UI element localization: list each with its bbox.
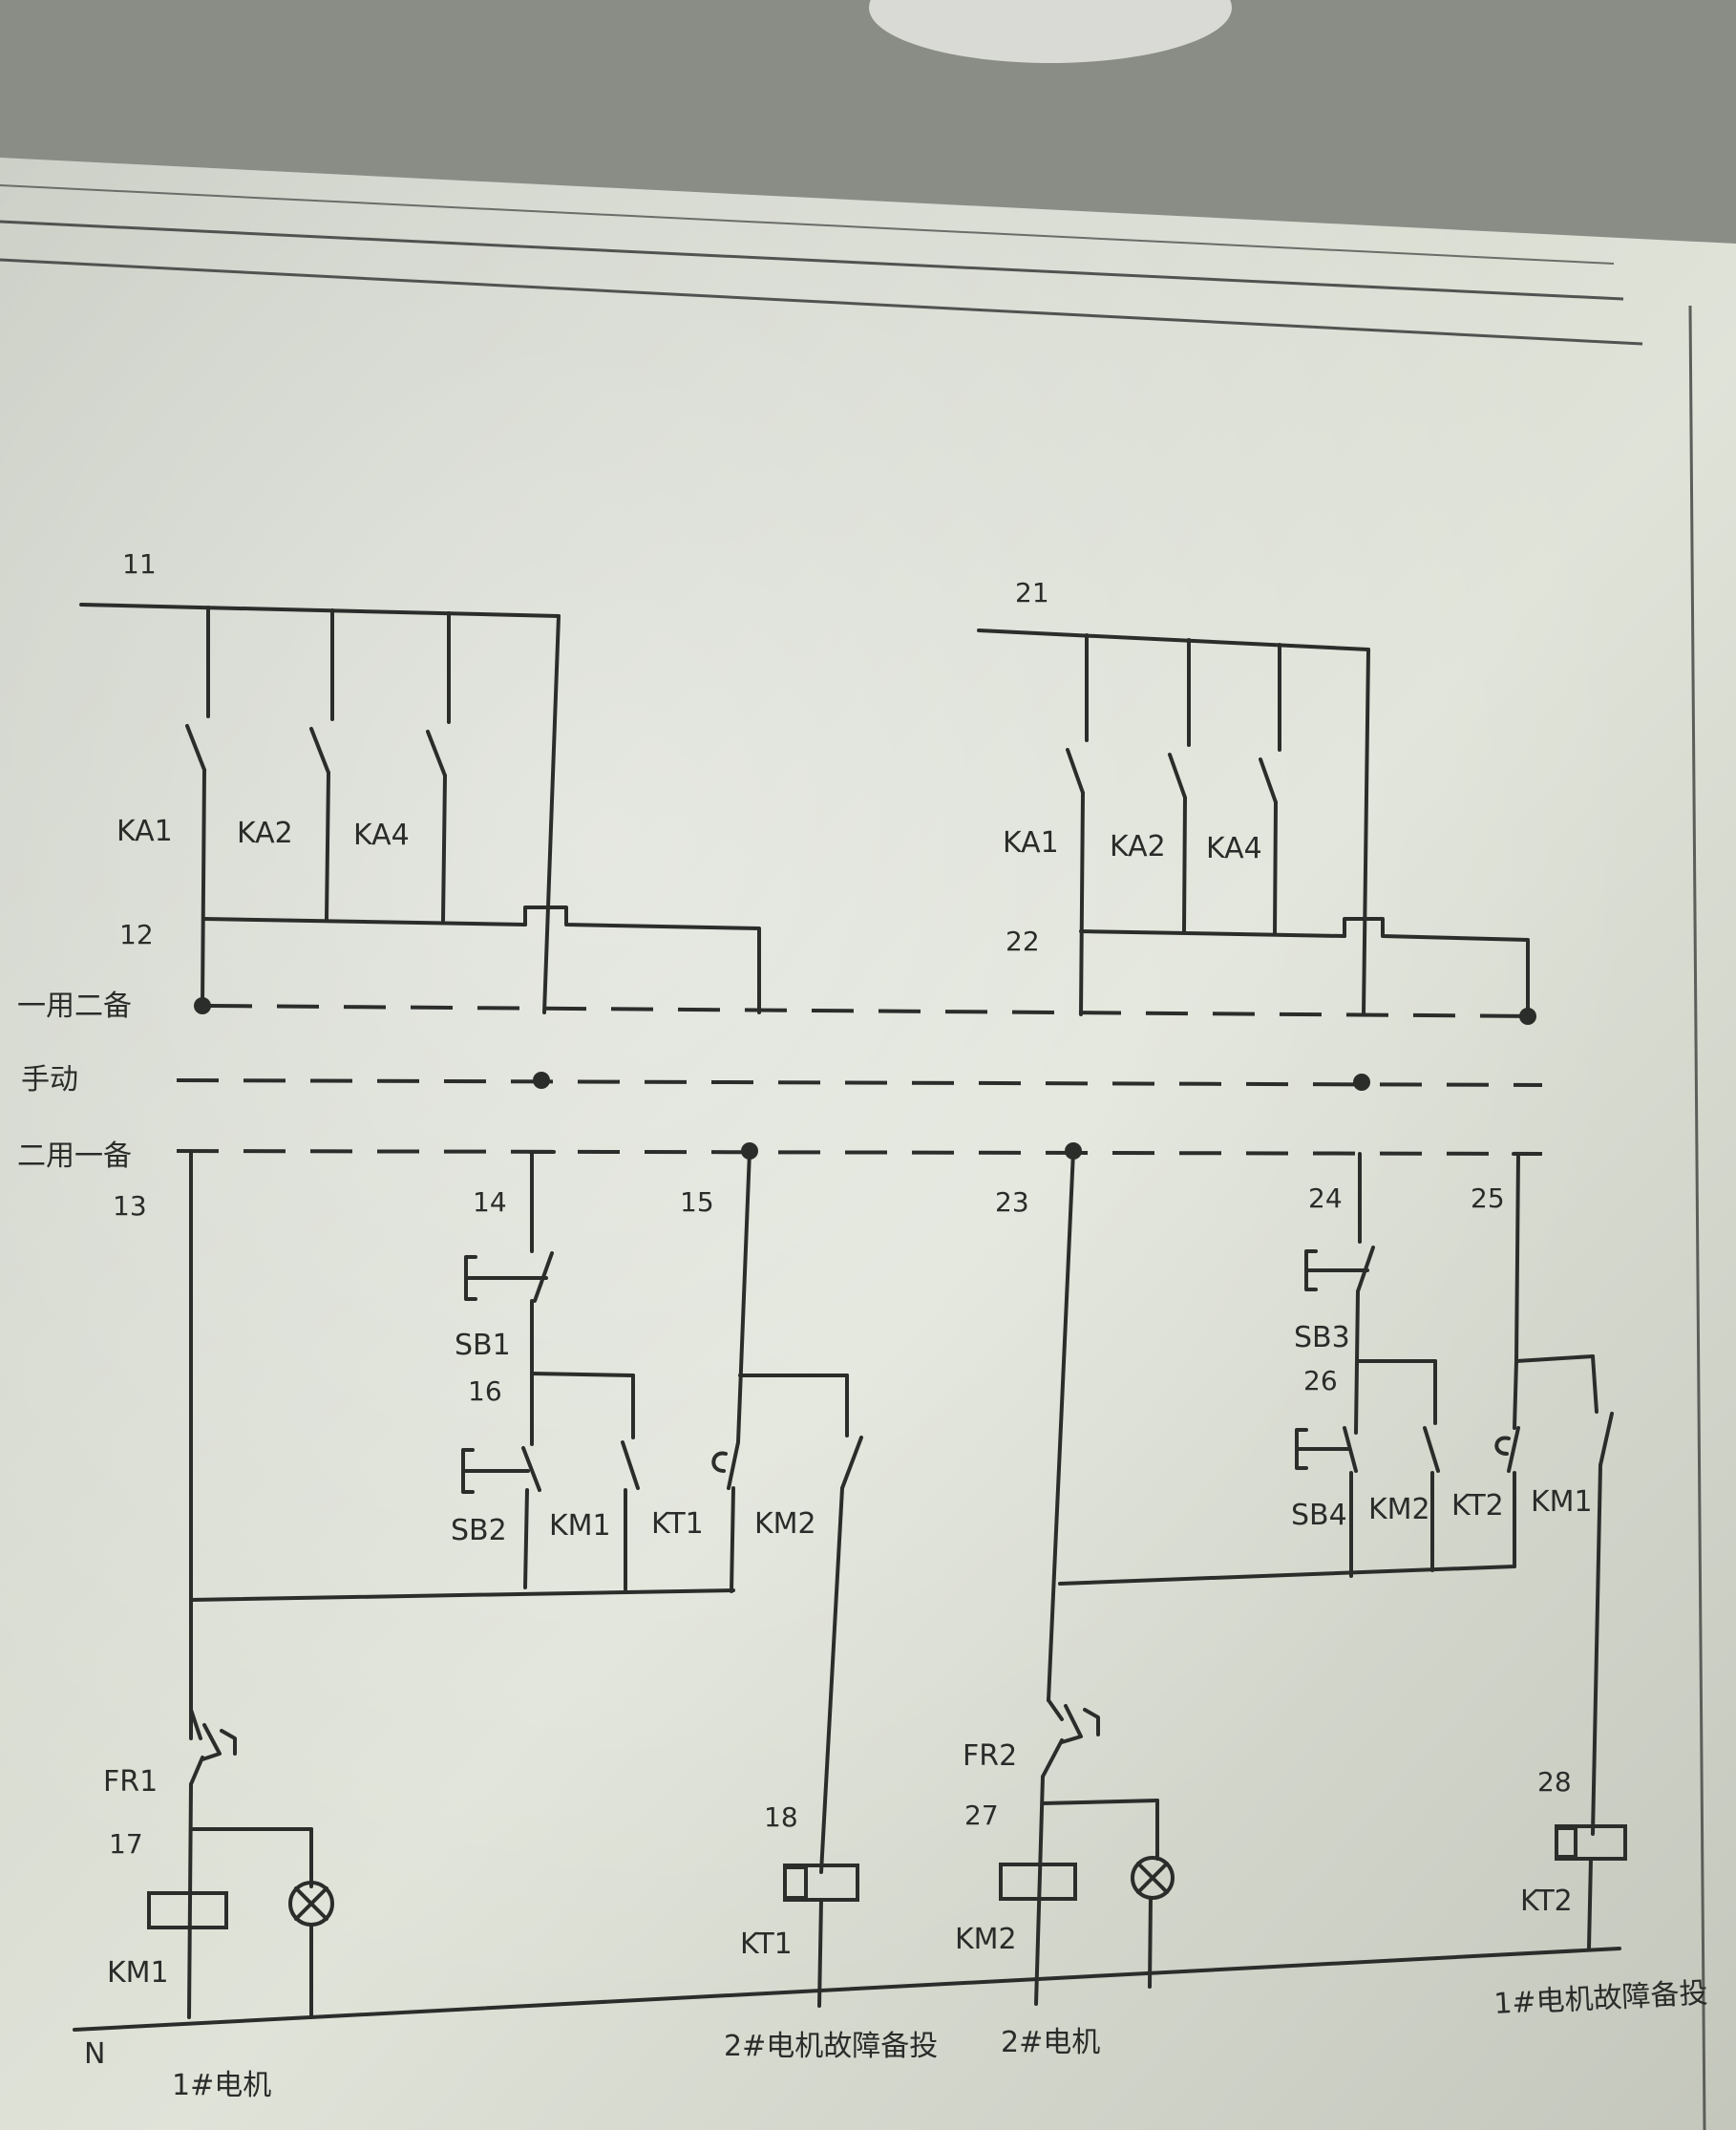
mode-one-run-two-standby-label: 一用二备 <box>17 990 132 1023</box>
fr2-label: FR2 <box>963 1739 1017 1773</box>
node-number-labels: 13 14 15 16 17 18 23 24 25 26 27 28 <box>109 1182 1572 1860</box>
km2-contact-label: KM2 <box>754 1507 816 1541</box>
contact-ka1-label: KA1 <box>116 815 173 848</box>
left-device-labels: SB1 SB2 KM1 KT1 KM2 FR1 KM1 KT1 <box>103 1329 816 1990</box>
node-22-label: 22 <box>1006 926 1040 957</box>
node-14-label: 14 <box>473 1186 507 1218</box>
sb2-label: SB2 <box>451 1514 507 1547</box>
fr1-label: FR1 <box>103 1765 158 1799</box>
caption-motor1: 1#电机 <box>172 2069 271 2102</box>
node-25-label: 25 <box>1471 1182 1505 1214</box>
left-top-block <box>79 603 761 1014</box>
neutral-n-label: N <box>84 2037 105 2071</box>
right-top-block <box>977 628 1536 1025</box>
contact-ka2-label: KA2 <box>237 817 293 850</box>
mode-two-run-one-standby-label: 二用一备 <box>17 1140 132 1173</box>
right-device-labels: SB3 SB4 KM2 KT2 KM1 FR2 KM2 KT2 <box>955 1321 1593 1956</box>
km1-contact-right-label: KM1 <box>1531 1485 1593 1519</box>
selector-labels: 一用二备 手动 二用一备 <box>17 990 132 1173</box>
caption-motor2: 2#电机 <box>1001 2026 1100 2059</box>
node-27-label: 27 <box>964 1800 999 1831</box>
node-12-label: 12 <box>119 919 154 950</box>
node-11-label: 11 <box>122 548 157 580</box>
km2-contact-label: KM2 <box>1368 1493 1430 1526</box>
node-18-label: 18 <box>764 1801 798 1833</box>
mode-manual-label: 手动 <box>21 1063 78 1097</box>
contact-ka4-label: KA4 <box>353 819 410 852</box>
contact-ka2-right-label: KA2 <box>1110 830 1166 863</box>
left-top-labels: 11 KA1 KA2 KA4 12 <box>116 548 410 950</box>
caption-motor1-fault-backup: 1#电机故障备投 <box>1493 1976 1709 2021</box>
node-23-label: 23 <box>995 1186 1029 1218</box>
sb4-label: SB4 <box>1291 1499 1347 1532</box>
node-26-label: 26 <box>1303 1365 1338 1396</box>
node-13-label: 13 <box>113 1190 147 1222</box>
kt1-coil-label: KT1 <box>740 1928 793 1961</box>
caption-motor2-fault-backup: 2#电机故障备投 <box>724 2030 938 2063</box>
km1-contact-label: KM1 <box>549 1509 611 1543</box>
node-17-label: 17 <box>109 1828 143 1860</box>
caption-labels: N 1#电机 2#电机故障备投 2#电机 1#电机故障备投 <box>84 1976 1708 2102</box>
kt1-contact-label: KT1 <box>651 1507 704 1541</box>
neutral-line <box>73 1947 1621 2032</box>
kt2-contact-label: KT2 <box>1451 1489 1504 1523</box>
node-15-label: 15 <box>680 1186 714 1218</box>
node-24-label: 24 <box>1308 1182 1343 1214</box>
object-blur <box>869 0 1232 63</box>
right-top-labels: 21 KA1 KA2 KA4 22 <box>1003 577 1262 957</box>
sb1-label: SB1 <box>455 1329 511 1362</box>
kt2-coil-label: KT2 <box>1520 1885 1573 1918</box>
contact-ka4-right-label: KA4 <box>1206 832 1262 865</box>
selector-switch-positions <box>176 1004 1543 1160</box>
left-lower-circuit <box>147 1149 863 2019</box>
node-28-label: 28 <box>1537 1766 1572 1798</box>
sb3-label: SB3 <box>1294 1321 1350 1354</box>
node-21-label: 21 <box>1015 577 1049 608</box>
km1-coil-label: KM1 <box>107 1956 169 1990</box>
contact-ka1-right-label: KA1 <box>1003 826 1059 860</box>
node-16-label: 16 <box>468 1375 502 1407</box>
km2-coil-label: KM2 <box>955 1923 1017 1956</box>
right-lower-circuit <box>999 1149 1627 2006</box>
